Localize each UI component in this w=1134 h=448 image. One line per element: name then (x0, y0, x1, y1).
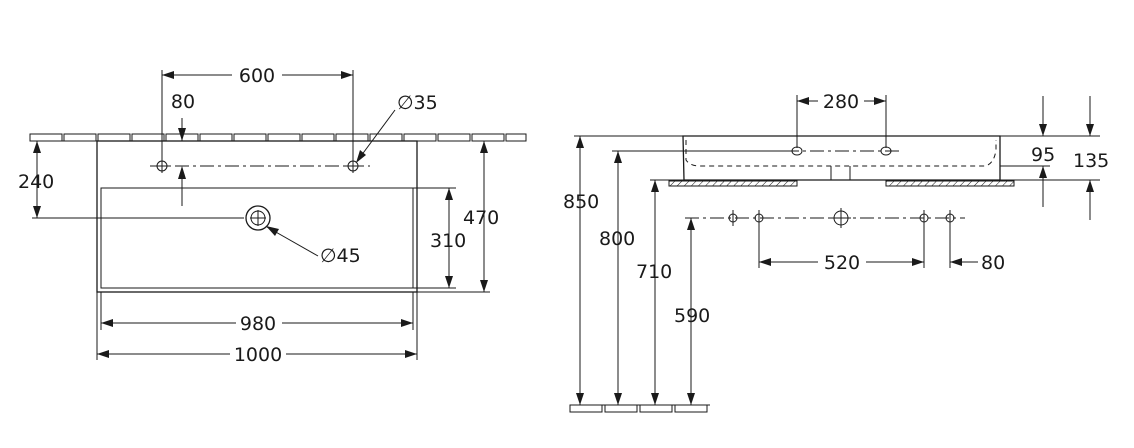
waste-outlet (245, 205, 271, 231)
dim-total-width-1000: 1000 (234, 344, 282, 366)
dim-height-800: 800 (599, 228, 635, 250)
basin-bowl (100, 187, 414, 289)
tap-hole-right (346, 159, 360, 173)
tap-hole-left (155, 159, 169, 173)
dim-inner-width-980: 980 (240, 313, 276, 335)
counter-hatch-right (885, 180, 1015, 187)
dim-total-height-470: 470 (463, 207, 499, 229)
dim-tap-offset-80: 80 (171, 91, 195, 113)
floor-tiles (569, 404, 710, 413)
dim-waste-diameter: ∅45 (320, 245, 361, 267)
dim-side-tap-spacing-280: 280 (823, 91, 859, 113)
side-view: 280 95 135 850 800 710 (563, 91, 1109, 413)
waste-hole-side (831, 208, 851, 228)
fixing-hole-4 (945, 210, 955, 226)
dim-overall-height-850: 850 (563, 191, 599, 213)
dim-fixing-spacing-520: 520 (824, 252, 860, 274)
dim-tap-hole-diameter: ∅35 (397, 92, 438, 114)
dim-fixing-height-590: 590 (674, 305, 710, 327)
fixing-hole-1 (728, 210, 738, 226)
fixing-hole-3 (919, 210, 929, 226)
dim-height-710: 710 (636, 261, 672, 283)
wall-tiles (29, 133, 527, 142)
dim-tap-spacing-600: 600 (239, 65, 275, 87)
front-view: 600 80 ∅35 ∅45 240 310 470 (18, 65, 527, 366)
dim-rim-height-135: 135 (1073, 150, 1109, 172)
dim-fixing-offset-80: 80 (981, 252, 1005, 274)
basin-side-outline (682, 135, 1001, 181)
dim-basin-height-310: 310 (430, 230, 466, 252)
basin-outline (96, 140, 418, 293)
dim-waste-height-240: 240 (18, 171, 54, 193)
dim-rim-height-95: 95 (1031, 144, 1055, 166)
counter-hatch-left (668, 180, 798, 187)
fixing-hole-2 (754, 210, 764, 226)
